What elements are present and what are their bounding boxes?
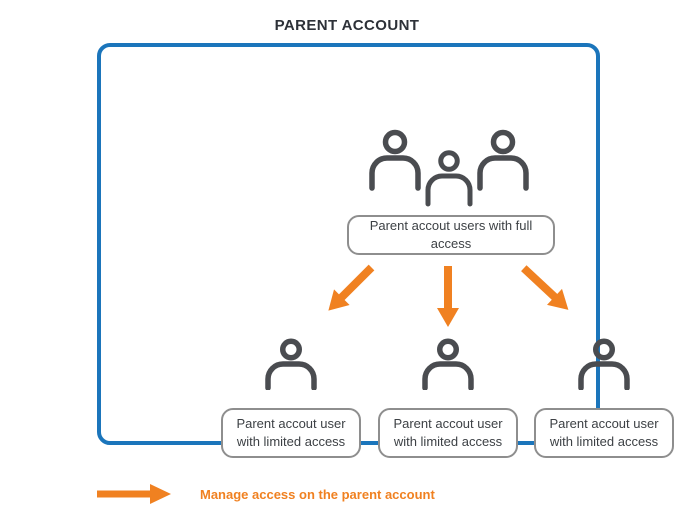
limited-access-label-box: Parent accout user with limited access <box>378 408 518 458</box>
right-arrow-icon <box>97 484 171 504</box>
full-access-label: Parent accout users with full access <box>369 218 533 251</box>
limited-access-label-line2: with limited access <box>549 434 659 449</box>
limited-access-label-line1: Parent accout user <box>236 416 346 431</box>
user-icon <box>422 338 474 390</box>
user-icon <box>578 338 630 390</box>
user-icon <box>265 338 317 390</box>
limited-access-label-line2: with limited access <box>236 434 346 449</box>
down-left-arrow-icon <box>328 264 375 311</box>
limited-access-label-line2: with limited access <box>393 434 503 449</box>
full-access-label-box: Parent accout users with full access <box>347 215 555 255</box>
page-title: PARENT ACCOUNT <box>274 17 420 34</box>
down-arrow-icon <box>437 266 459 327</box>
limited-access-label-line1: Parent accout user <box>549 416 659 431</box>
parent-account-box: Parent accout users with full access <box>97 43 674 458</box>
users-group-icon <box>369 129 529 207</box>
limited-access-label-box: Parent accout user with limited access <box>534 408 674 458</box>
limited-access-label-box: Parent accout user with limited access <box>221 408 361 458</box>
legend-label: Manage access on the parent account <box>200 487 435 502</box>
limited-access-label-line1: Parent accout user <box>393 416 503 431</box>
down-right-arrow-icon <box>521 265 569 310</box>
